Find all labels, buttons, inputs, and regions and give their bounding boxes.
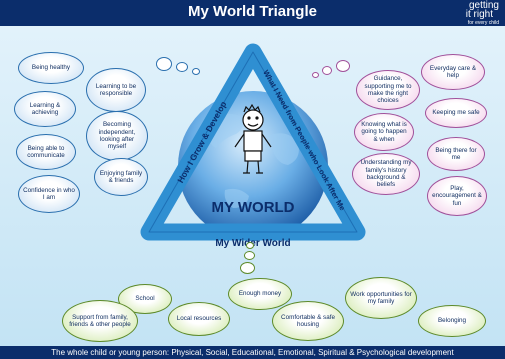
cloud-text: Enjoying family & friends [99, 169, 143, 184]
header-bar: My World Triangle getting it right for e… [0, 0, 505, 26]
footer-bar: The whole child or young person: Physica… [0, 346, 505, 359]
cloud-text: Understanding my family's history backgr… [360, 159, 412, 189]
cloud-local-resources: Local resources [168, 302, 230, 336]
cloud-text: Learning & achieving [29, 101, 61, 116]
thought-bubble [240, 262, 255, 274]
logo-line-1: getting [468, 0, 499, 11]
cloud-everyday-care: Everyday care & help [421, 54, 485, 90]
cloud-text: Work opportunities for my family [350, 290, 412, 305]
thought-bubble [176, 62, 188, 72]
cloud-housing: Comfortable & safe housing [272, 301, 344, 341]
thought-bubble [192, 68, 200, 75]
cloud-text: Everyday care & help [429, 64, 477, 79]
thought-bubble [246, 242, 254, 249]
globe-land [208, 113, 299, 208]
cloud-belonging: Belonging [418, 305, 486, 337]
cloud-keeping-safe: Keeping me safe [425, 98, 487, 128]
cloud-understanding-family: Understanding my family's history backgr… [352, 153, 420, 195]
cloud-support-family: Support from family, friends & other peo… [62, 300, 138, 342]
my-world-label: MY WORLD [211, 199, 294, 216]
cloud-enough-money: Enough money [228, 278, 292, 310]
cloud-text: Play, encouragement & fun [432, 184, 482, 207]
cloud-text: Guidance, supporting me to make the righ… [364, 75, 412, 105]
cloud-text: Enough money [238, 290, 282, 298]
cloud-learning-achieving: Learning & achieving [14, 91, 76, 127]
cloud-play-fun: Play, encouragement & fun [427, 176, 487, 216]
thought-bubble [322, 66, 332, 75]
cloud-text: Being healthy [31, 64, 71, 72]
cloud-text: Being able to communicate [27, 144, 65, 159]
cloud-work-opportunities: Work opportunities for my family [345, 277, 417, 319]
cloud-becoming-independent: Becoming independent, looking after myse… [86, 111, 148, 161]
thought-bubble [244, 251, 255, 260]
triangle-inner-edge [148, 51, 358, 233]
cloud-able-to-communicate: Being able to communicate [16, 134, 76, 170]
thought-bubble [336, 60, 350, 72]
cloud-text: Support from family, friends & other peo… [69, 313, 131, 328]
cloud-learning-responsible: Learning to be responsible [86, 68, 146, 112]
cloud-text: Confidence in who I am [23, 186, 75, 201]
cloud-enjoying-family: Enjoying family & friends [94, 158, 148, 196]
getting-it-right-logo: getting it right for every child [466, 1, 499, 28]
cloud-text: Comfortable & safe housing [281, 313, 335, 328]
cloud-knowing-what-happens: Knowing what is going to happen & when [354, 113, 414, 151]
cloud-text: Becoming independent, looking after myse… [98, 121, 136, 151]
cloud-text: Learning to be responsible [95, 82, 137, 97]
cloud-text: Belonging [437, 317, 466, 325]
cloud-guidance: Guidance, supporting me to make the righ… [356, 70, 420, 110]
logo-line-3: for every child [467, 20, 499, 26]
cloud-confidence: Confidence in who I am [18, 175, 80, 213]
cloud-being-healthy: Being healthy [18, 52, 84, 84]
thought-bubble [156, 57, 172, 71]
cloud-text: Knowing what is going to happen & when [361, 120, 407, 143]
cloud-being-there: Being there for me [427, 137, 485, 171]
thought-bubble [312, 72, 319, 78]
cloud-text: Keeping me safe [432, 109, 480, 117]
child-figure [234, 103, 272, 174]
cloud-text: School [135, 295, 155, 303]
logo-line-2: it right [465, 9, 493, 20]
cloud-text: Being there for me [435, 146, 477, 161]
cloud-text: Local resources [176, 315, 222, 323]
page-title: My World Triangle [188, 3, 317, 20]
